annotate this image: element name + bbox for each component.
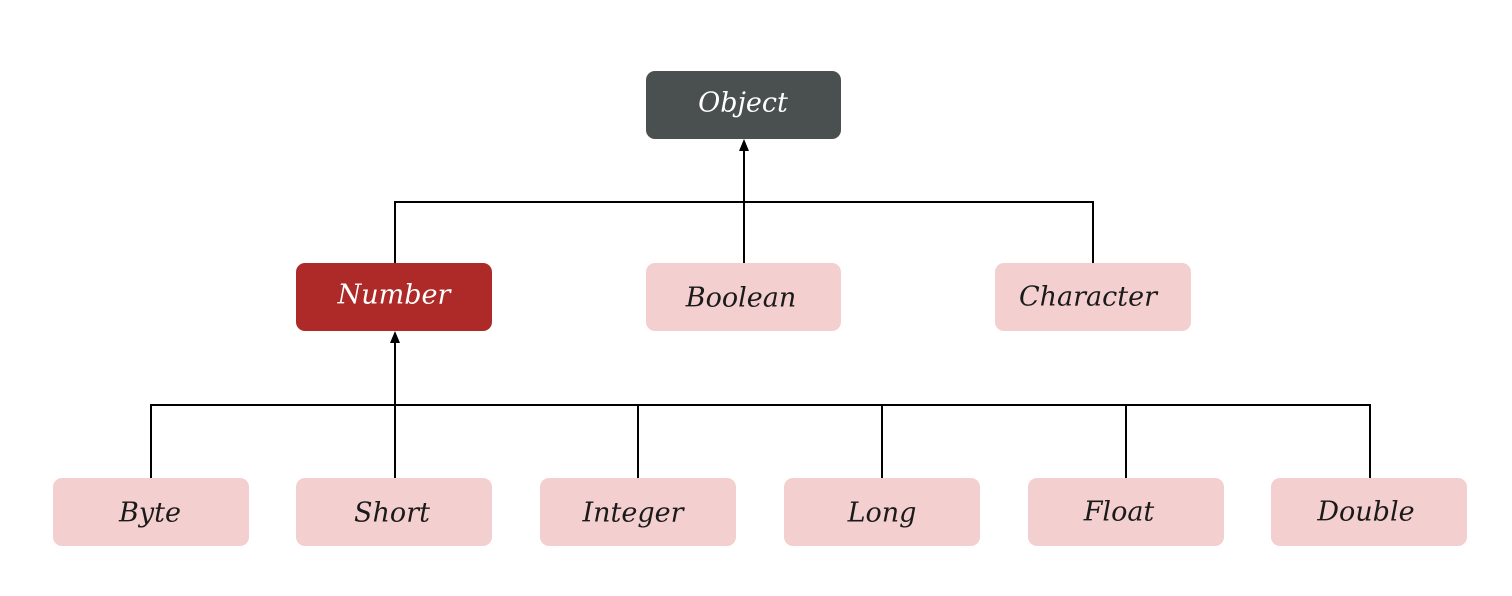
node-boolean-label: Boolean (685, 283, 796, 314)
node-long: Long (784, 478, 980, 546)
node-float-label: Float (1083, 497, 1155, 528)
arrowhead-object (739, 139, 749, 151)
node-long-box (784, 478, 980, 546)
node-character: Character (995, 263, 1191, 331)
node-short: Short (296, 478, 492, 546)
node-double-box (1271, 478, 1467, 546)
node-number-box (296, 263, 492, 331)
node-float: Float (1028, 478, 1224, 546)
node-double: Double (1271, 478, 1467, 546)
node-short-box (296, 478, 492, 546)
node-character-label: Character (1019, 282, 1159, 313)
node-byte: Byte (53, 478, 249, 546)
node-float-box (1028, 478, 1224, 546)
node-object-label: Object (698, 88, 788, 119)
node-short-label: Short (354, 498, 430, 529)
arrowhead-number (390, 331, 400, 343)
node-byte-box (53, 478, 249, 546)
node-boolean-box (646, 263, 841, 331)
node-double-label: Double (1316, 497, 1414, 528)
node-object: Object (646, 71, 841, 139)
node-byte-label: Byte (118, 498, 181, 529)
node-number-label: Number (337, 280, 453, 311)
connector-bus-number (150, 404, 1371, 478)
node-object-box (646, 71, 841, 139)
node-long-label: Long (847, 498, 917, 529)
node-integer-box (540, 478, 736, 546)
node-integer-label: Integer (581, 498, 685, 529)
node-number: Number (296, 263, 492, 331)
connectors-to-number (150, 331, 1371, 478)
node-boolean: Boolean (646, 263, 841, 331)
node-integer: Integer (540, 478, 736, 546)
node-character-box (995, 263, 1191, 331)
connectors-to-object (394, 139, 1094, 264)
